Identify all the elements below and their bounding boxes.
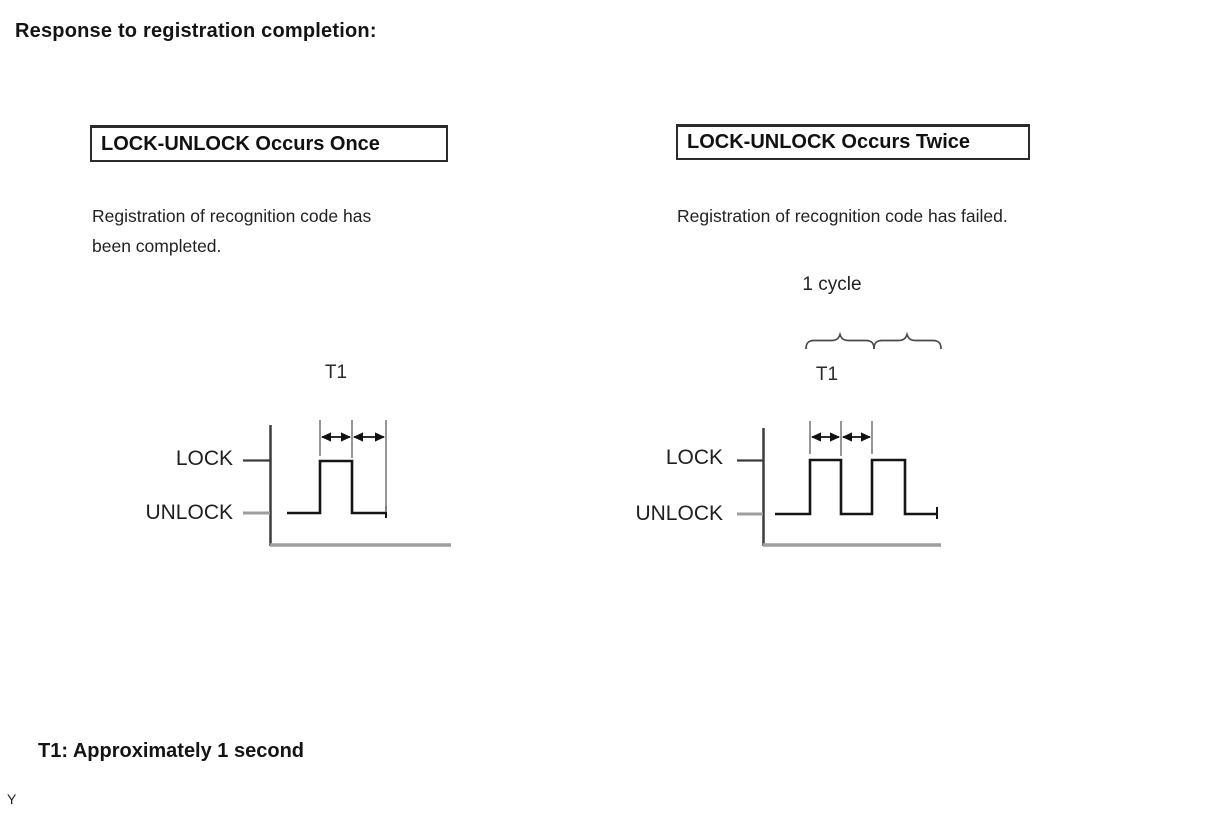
right-unlock-label: UNLOCK [635, 502, 723, 525]
right-dimension-arrow-2 [842, 432, 871, 442]
right-t1-label: T1 [815, 364, 839, 385]
right-heading-box: LOCK-UNLOCK Occurs Twice [676, 124, 1030, 160]
left-description: Registration of recognition code has bee… [92, 201, 371, 261]
left-dimension-arrow-2 [353, 432, 385, 442]
left-lock-label: LOCK [175, 447, 233, 470]
right-description: Registration of recognition code has fai… [677, 201, 1008, 231]
right-description-line1: Registration of recognition code has fai… [677, 206, 1008, 226]
left-description-line2: been completed. [92, 236, 222, 256]
left-unlock-label: UNLOCK [145, 501, 233, 524]
left-description-line1: Registration of recognition code has [92, 206, 372, 226]
page-marker: Y [7, 791, 17, 807]
left-heading-label: LOCK-UNLOCK Occurs Once [101, 132, 380, 155]
page-title: Response to registration completion: [15, 20, 377, 42]
right-cycle-label: 1 cycle [802, 274, 862, 295]
t1-definition-note: T1: Approximately 1 second [38, 740, 304, 762]
left-heading-box: LOCK-UNLOCK Occurs Once [90, 125, 448, 162]
right-cycle-brace-1 [805, 331, 875, 350]
right-lock-label: LOCK [665, 446, 723, 469]
right-dimension-arrow-1 [811, 432, 840, 442]
left-t1-label: T1 [324, 362, 348, 383]
left-waveform-line [287, 459, 386, 515]
left-dimension-arrow-1 [321, 432, 351, 442]
right-heading-label: LOCK-UNLOCK Occurs Twice [687, 131, 970, 153]
right-waveform-line [775, 458, 937, 516]
right-cycle-brace-2 [873, 331, 942, 350]
left-timing-diagram [243, 420, 451, 547]
